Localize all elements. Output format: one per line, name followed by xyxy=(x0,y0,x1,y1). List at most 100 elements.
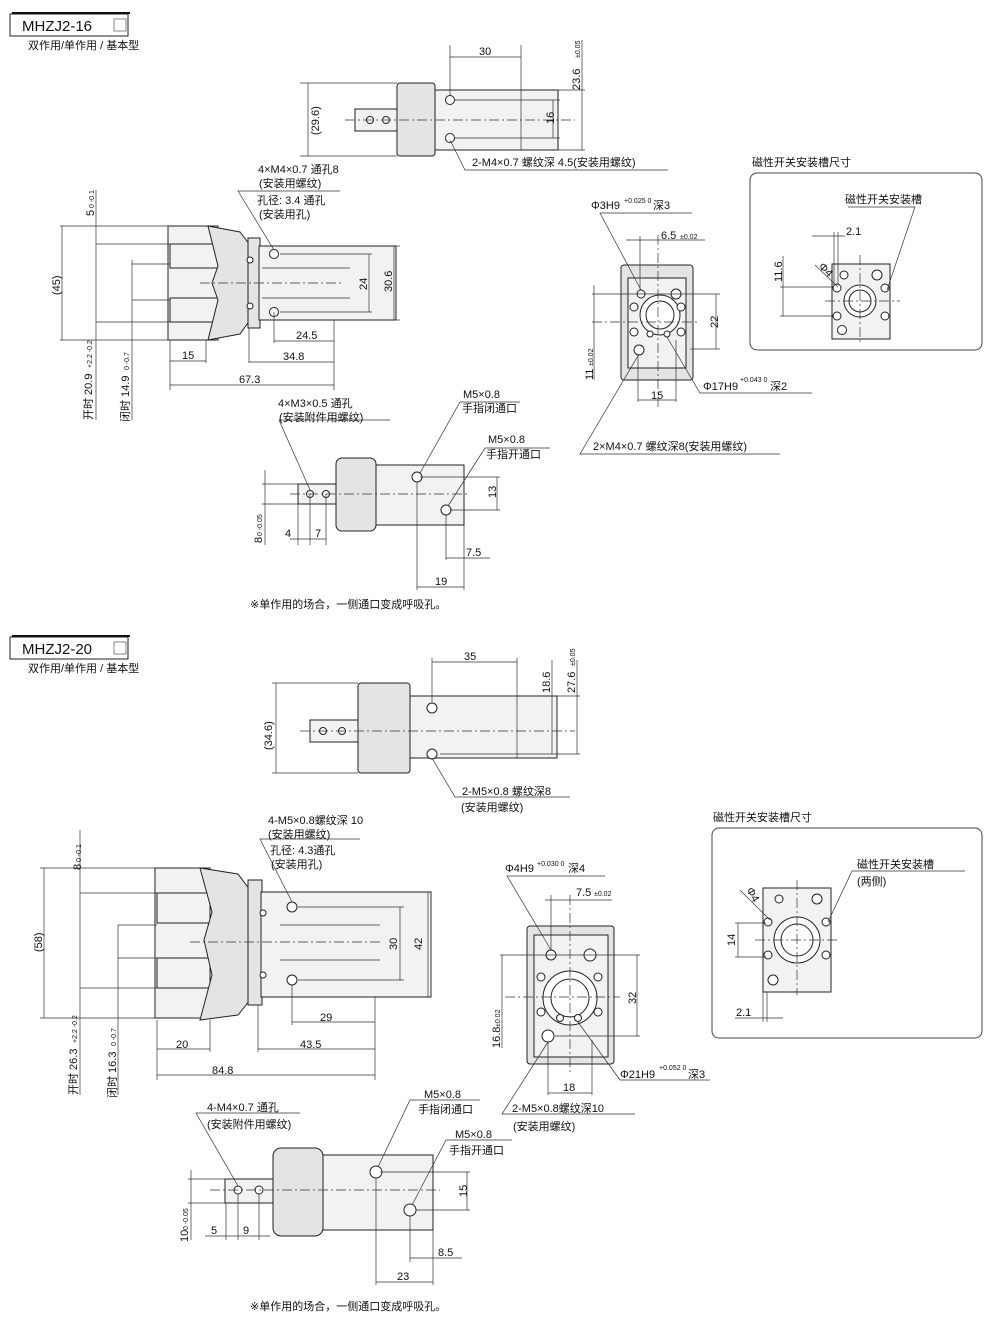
dim-58: (58) xyxy=(33,932,45,952)
dim-7.5-tol: ±0.02 xyxy=(594,891,612,898)
accessory-thread-note: 4-M4×0.7 通孔 xyxy=(207,1101,279,1114)
hole-diameter-note-sub: (安装用孔) xyxy=(271,857,322,871)
dim-5: 5 xyxy=(85,210,97,216)
bore-size: Φ17H9 xyxy=(703,381,738,393)
switch-slot-view xyxy=(735,870,965,1022)
dim-4: 4 xyxy=(285,528,291,540)
dim-30.6: 30.6 xyxy=(383,271,395,292)
dim-14: 14 xyxy=(726,934,738,946)
dim-closed-tol: 0 -0.7 xyxy=(111,1028,118,1046)
pin-hole-depth: 深4 xyxy=(568,862,585,875)
model-title: MHZJ2-20 xyxy=(22,641,92,658)
mount-thread-note-sub: (安装用螺纹) xyxy=(268,827,330,841)
mount-thread-note: 4-M5×0.8螺纹深 10 xyxy=(268,813,363,827)
dim-23.6: 23.6 xyxy=(571,69,583,90)
dim-30: 30 xyxy=(388,938,400,950)
bore-tol: +0.043 0 xyxy=(740,377,768,384)
dim-22: 22 xyxy=(709,316,721,328)
dim-32: 32 xyxy=(627,992,639,1004)
section-mhzj2-16: MHZJ2-16 双作用/单作用 / 基本型 30 23.6 ±0.05 (29… xyxy=(9,12,983,611)
top-view xyxy=(272,658,580,798)
dim-16.8-tol: ±0.02 xyxy=(495,1009,502,1027)
hole-diameter-note: 孔径: 3.4 通孔 xyxy=(257,194,325,207)
dim-7.5: 7.5 xyxy=(576,887,591,899)
pin-hole-depth: 深3 xyxy=(653,199,670,212)
front-view xyxy=(40,830,432,1095)
hole-diameter-note: 孔径: 4.3通孔 xyxy=(270,844,335,857)
dim-10-tol: 0 -0.05 xyxy=(183,1208,190,1230)
variant-box xyxy=(113,641,127,655)
dim-84.8: 84.8 xyxy=(212,1065,233,1077)
port-close-label: 手指闭通口 xyxy=(418,1102,473,1116)
mount-thread-note-sub: (安装用螺纹) xyxy=(259,176,321,190)
port-close-size: M5×0.8 xyxy=(463,389,500,401)
dim-8.5: 8.5 xyxy=(438,1247,453,1259)
dim-42: 42 xyxy=(413,938,425,950)
dim-29.6: (29.6) xyxy=(310,106,322,135)
dim-15: 15 xyxy=(458,1185,470,1197)
dim-45: (45) xyxy=(51,275,63,295)
bore-depth: 深3 xyxy=(688,1068,705,1081)
dim-27.6-tol: ±0.05 xyxy=(570,648,577,666)
dim-24.5: 24.5 xyxy=(296,330,317,342)
pin-hole-tol: +0.025 0 xyxy=(624,198,652,205)
port-open-size: M5×0.8 xyxy=(455,1129,492,1141)
dim-8: 8 xyxy=(253,537,265,543)
dim-15: 15 xyxy=(182,350,194,362)
dim-18: 18 xyxy=(563,1082,575,1094)
dim-6.5: 6.5 xyxy=(661,230,676,242)
dim-closed-tol: 0 -0.7 xyxy=(124,352,131,370)
dim-open-tol: +2.2 -0.2 xyxy=(72,1015,79,1043)
dim-67.3: 67.3 xyxy=(239,374,260,386)
port-close-label: 手指闭通口 xyxy=(462,401,517,415)
dim-8: 8 xyxy=(72,864,84,870)
dim-16.8: 16.8 xyxy=(491,1027,503,1048)
dim-2.1: 2.1 xyxy=(846,226,861,238)
front-view xyxy=(60,190,400,420)
hole-diameter-note-sub: (安装用孔) xyxy=(259,207,310,221)
switch-slot-panel xyxy=(711,827,983,1039)
dim-27.6: 27.6 xyxy=(566,672,578,693)
port-open-label: 手指开通口 xyxy=(486,447,541,461)
switch-slot-label: 磁性开关安装槽 xyxy=(845,192,922,206)
dim-closed-stroke: 闭时 14.9 xyxy=(119,376,132,422)
dim-19: 19 xyxy=(435,576,447,588)
dim-5: 5 xyxy=(211,1225,217,1237)
switch-slot-view xyxy=(780,206,916,345)
dim-34.8: 34.8 xyxy=(283,351,304,363)
end-thread-note: 2×M4×0.7 螺纹深8(安装用螺纹) xyxy=(593,439,747,453)
footnote: ※单作用的场合，一侧通口变成呼吸孔。 xyxy=(250,1299,446,1313)
side-view xyxy=(262,401,550,590)
bore-depth: 深2 xyxy=(770,380,787,393)
dim-8-tol: 0 -0.05 xyxy=(257,514,264,536)
bore-size: Φ21H9 xyxy=(620,1069,655,1081)
dim-5-tol: 0 -0.1 xyxy=(89,190,96,208)
dim-9: 9 xyxy=(243,1225,249,1237)
dim-15-end: 15 xyxy=(651,390,663,402)
dim-open-tol: +2.2 -0.2 xyxy=(87,340,94,368)
switch-slot-title: 磁性开关安装槽尺寸 xyxy=(752,155,851,169)
end-thread-note: 2-M5×0.8螺纹深10 xyxy=(512,1101,604,1115)
dim-35: 35 xyxy=(464,651,476,663)
port-open-size: M5×0.8 xyxy=(488,434,525,446)
dim-23.6-tol: ±0.05 xyxy=(575,40,582,58)
dim-43.5: 43.5 xyxy=(300,1039,321,1051)
dim-23: 23 xyxy=(397,1271,409,1283)
dim-open-stroke: 开时 26.3 xyxy=(67,1049,80,1095)
dim-13: 13 xyxy=(487,486,499,498)
subtitle: 双作用/单作用 / 基本型 xyxy=(28,661,139,675)
top-view xyxy=(300,40,668,171)
subtitle: 双作用/单作用 / 基本型 xyxy=(28,38,139,52)
dim-10: 10 xyxy=(179,1230,191,1242)
side-view xyxy=(188,1099,512,1285)
accessory-thread-note: 4×M3×0.5 通孔 xyxy=(278,397,353,410)
variant-box xyxy=(113,18,127,32)
dim-34.6: (34.6) xyxy=(263,721,275,750)
mount-thread-note: 4×M4×0.7 通孔8 xyxy=(258,163,339,176)
thread-note: 2-M4×0.7 螺纹深 4.5(安装用螺纹) xyxy=(472,155,636,169)
port-close-size: M5×0.8 xyxy=(424,1089,461,1101)
thread-note: 2-M5×0.8 螺纹深8 xyxy=(462,784,551,798)
dim-2.1: 2.1 xyxy=(736,1007,751,1019)
end-view xyxy=(579,212,812,455)
